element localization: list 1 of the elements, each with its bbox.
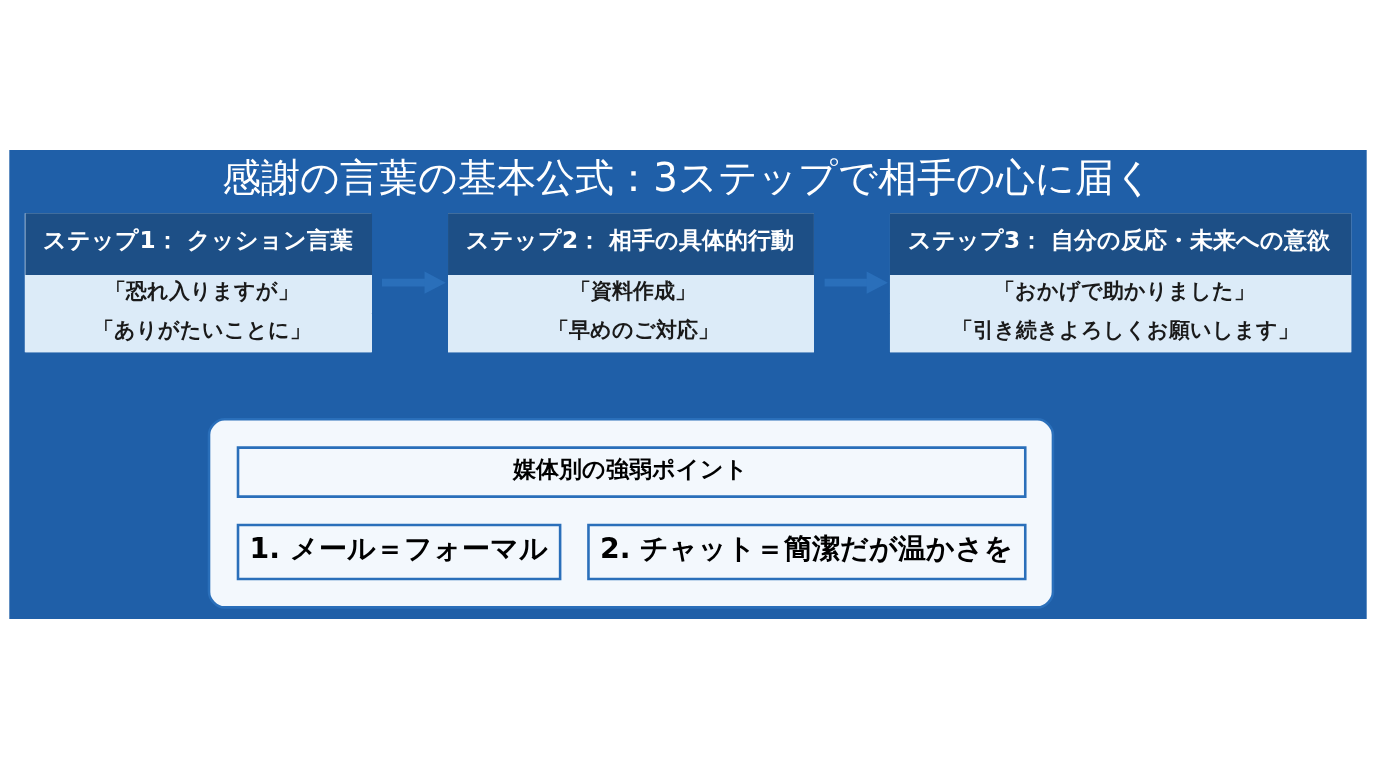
diagram-title: 感謝の言葉の基本公式：3ステップで相手の心に届く — [222, 154, 1154, 200]
